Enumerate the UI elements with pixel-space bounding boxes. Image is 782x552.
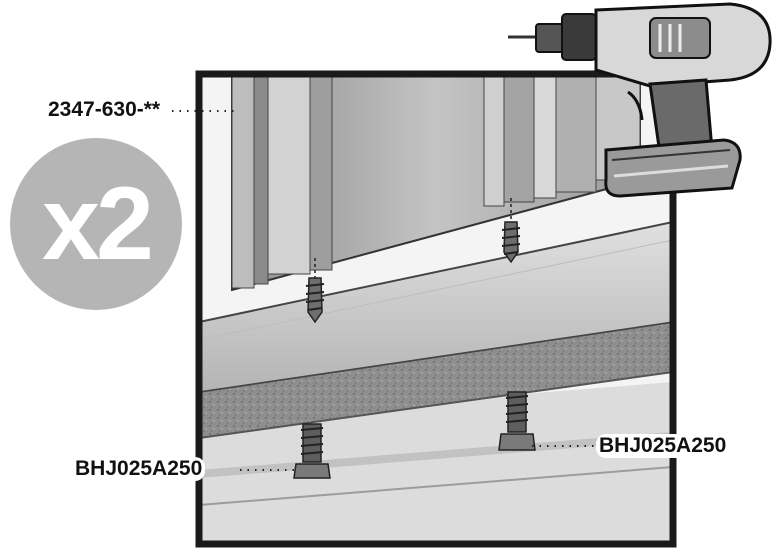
screw-right-label: BHJ025A250 bbox=[596, 434, 730, 458]
panel-part-label: 2347-630-** bbox=[48, 98, 161, 121]
screw-icon bbox=[501, 198, 521, 264]
gravel-board bbox=[199, 322, 673, 438]
quantity-badge bbox=[10, 138, 182, 310]
scene-illustration bbox=[199, 74, 673, 544]
cordless-drill-icon bbox=[508, 2, 772, 198]
screw-left-label: BHJ025A250 bbox=[72, 457, 206, 481]
vertical-panel bbox=[231, 74, 641, 292]
hex-bolt-icon bbox=[498, 391, 536, 451]
diagram-frame bbox=[195, 70, 677, 548]
hex-bolt-icon bbox=[293, 423, 331, 479]
screw-icon bbox=[305, 258, 325, 324]
quantity-label: x2 bbox=[42, 165, 154, 282]
